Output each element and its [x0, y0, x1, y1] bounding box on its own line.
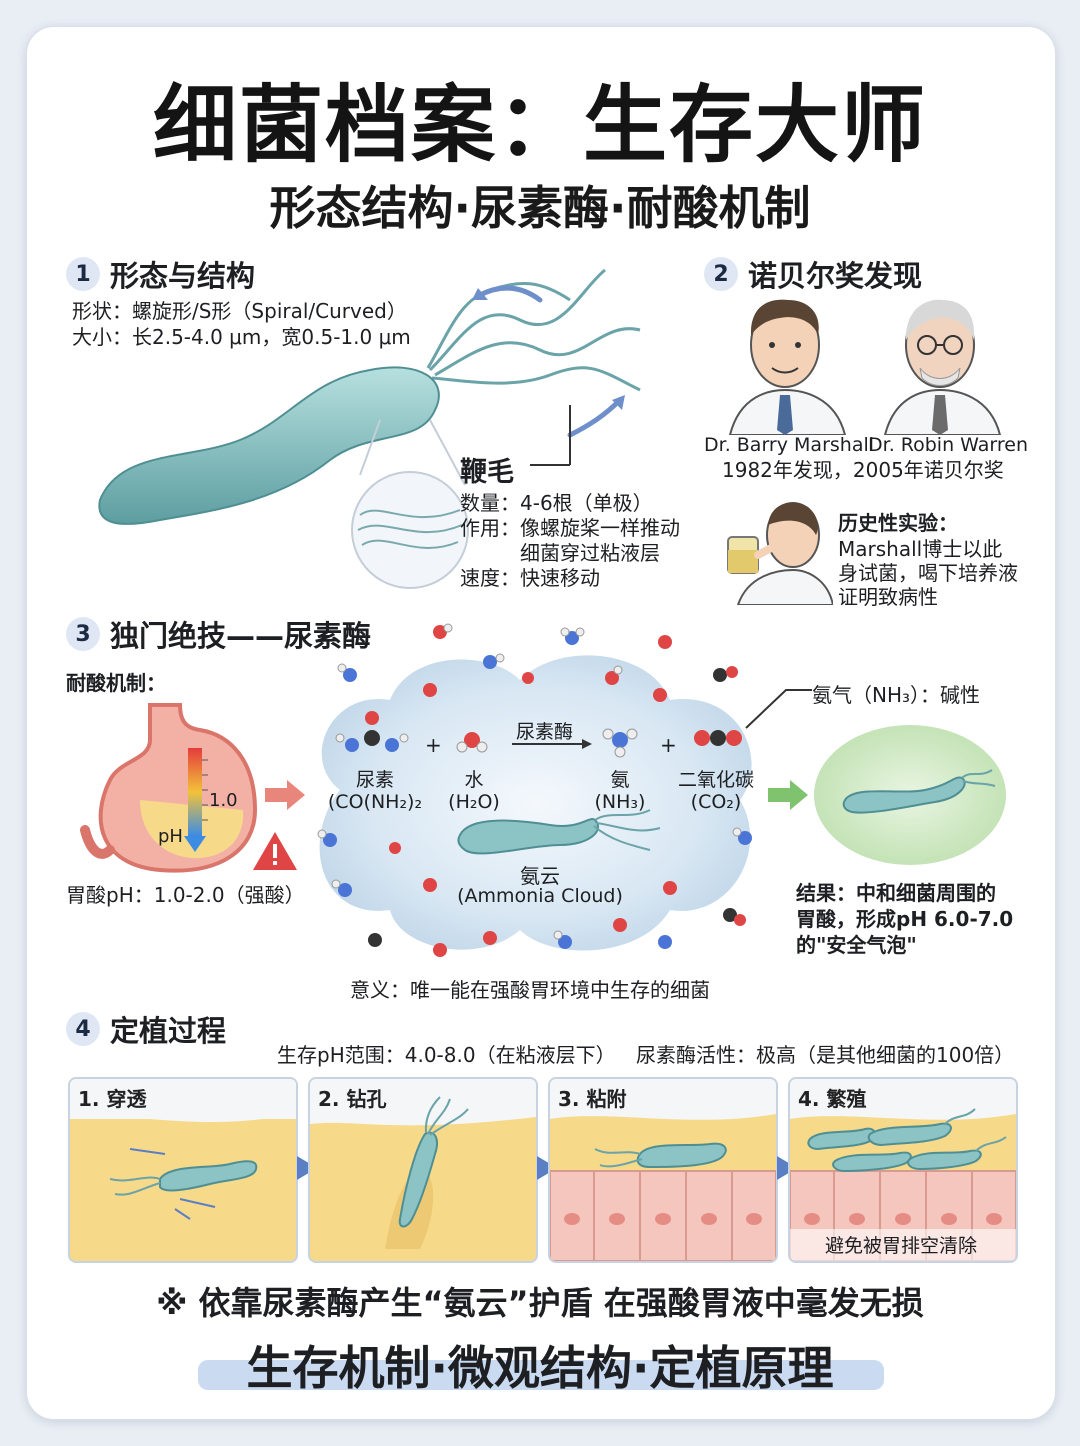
- urease-activity: 尿素酶活性：极高（是其他细菌的100倍）: [636, 1043, 1015, 1067]
- experiment-line-1: Marshall博士以此: [838, 537, 1003, 561]
- plus-sign-1: +: [425, 733, 442, 757]
- flagella-count: 数量：4-6根（单极）: [460, 491, 653, 515]
- section1-title: 形态与结构: [110, 259, 256, 293]
- flagella-speed: 速度：快速移动: [460, 566, 600, 590]
- page-subtitle: 形态结构·尿素酶·耐酸机制: [269, 181, 811, 235]
- step-4-label: 4. 繁殖: [798, 1087, 867, 1111]
- urea-formula: (CO(NH₂)₂: [327, 791, 423, 813]
- colonization-step-1: 1. 穿透: [68, 1077, 298, 1263]
- cloud-en-name: (Ammonia Cloud): [457, 885, 623, 907]
- step-4-note: 避免被胃排空清除: [824, 1235, 977, 1257]
- footer-note: ※ 依靠尿素酶产生“氨云”护盾 在强酸胃液中毫发无损: [156, 1284, 924, 1322]
- colonization-step-4: 4. 繁殖 避免被胃排空清除: [788, 1077, 1018, 1263]
- co2-formula: (CO₂): [690, 791, 742, 813]
- ammonia-formula: (NH₃): [594, 791, 646, 813]
- ammonia-cloud: [317, 623, 752, 957]
- scientist-1-name: Dr. Barry Marshall: [704, 434, 875, 456]
- section2-title: 诺贝尔奖发现: [748, 259, 923, 293]
- footer-tagline: 生存机制·微观结构·定植原理: [246, 1341, 834, 1395]
- safe-bubble: [814, 725, 1006, 865]
- water-formula: (H₂O): [448, 791, 500, 813]
- section3-number: 3: [66, 617, 100, 651]
- arrow-to-result: [768, 780, 808, 810]
- section4-heading: 4 定植过程: [66, 1008, 226, 1050]
- section1-shape: 形状：螺旋形/S形（Spiral/Curved）: [72, 299, 407, 323]
- tagline-highlight: [198, 1360, 884, 1390]
- section3-heading: 3 独门绝技——尿素酶: [66, 613, 371, 655]
- step-3-label: 3. 粘附: [558, 1087, 627, 1111]
- page-title: 细菌档案：生存大师: [152, 76, 927, 174]
- meaning-text: 意义：唯一能在强酸胃环境中生存的细菌: [350, 978, 710, 1002]
- urea-label: 尿素: [355, 769, 394, 791]
- ph-label: pH: [158, 826, 183, 847]
- result-line-3: 的"安全气泡": [796, 933, 917, 957]
- section1-size: 大小：长2.5-4.0 μm，宽0.5-1.0 μm: [72, 325, 411, 349]
- adhesion-illustration: [550, 1079, 776, 1261]
- flagella-function-1: 作用：像螺旋桨一样推动: [460, 516, 680, 540]
- experiment-illustration: [727, 502, 833, 605]
- section2-number: 2: [704, 257, 738, 291]
- discovery-years: 1982年发现，2005年诺贝尔奖: [722, 458, 1004, 482]
- step-2-label: 2. 钻孔: [318, 1087, 387, 1111]
- ph-value: 1.0: [209, 790, 238, 811]
- cloud-name: 氨云: [520, 864, 560, 888]
- section2-heading: 2 诺贝尔奖发现: [704, 253, 922, 295]
- reproduction-illustration: [790, 1079, 1016, 1261]
- survival-ph-range: 生存pH范围：4.0-8.0（在粘液层下）: [277, 1043, 616, 1067]
- ammonia-label: 氨: [610, 769, 630, 791]
- flagella-label: 鞭毛: [460, 457, 514, 488]
- acid-mechanism-label: 耐酸机制：: [66, 671, 166, 695]
- drilling-illustration: [310, 1079, 536, 1249]
- section1-heading: 1 形态与结构: [66, 253, 255, 295]
- penetration-illustration: [70, 1079, 296, 1220]
- stomach-acid-ph: 胃酸pH：1.0-2.0（强酸）: [66, 883, 305, 907]
- experiment-line-3: 证明致病性: [838, 585, 938, 609]
- flagella-function-2: 细菌穿过粘液层: [520, 541, 660, 565]
- ammonia-gas-label: 氨气（NH₃）：碱性: [812, 683, 981, 707]
- water-label: 水: [464, 769, 484, 791]
- experiment-title: 历史性实验：: [838, 511, 958, 535]
- enzyme-label: 尿素酶: [516, 721, 574, 743]
- section4-title: 定植过程: [110, 1014, 227, 1048]
- arrow-to-cloud: [265, 780, 305, 810]
- stomach-illustration: [80, 703, 297, 873]
- scientist-2-name: Dr. Robin Warren: [868, 434, 1028, 456]
- colonization-step-2: 2. 钻孔: [308, 1077, 538, 1263]
- ammonia-gas-leader: [745, 689, 812, 729]
- colonization-step-3: 3. 粘附: [548, 1077, 778, 1263]
- scientists-portraits: [728, 299, 1002, 435]
- result-line-2: 胃酸，形成pH 6.0-7.0: [796, 907, 1014, 931]
- step-1-label: 1. 穿透: [78, 1087, 147, 1111]
- bacterium-illustration: [98, 268, 641, 589]
- co2-label: 二氧化碳: [677, 769, 754, 791]
- section1-number: 1: [66, 257, 100, 291]
- experiment-line-2: 身试菌，喝下培养液: [838, 561, 1018, 585]
- result-line-1: 结果：中和细菌周围的: [796, 881, 996, 905]
- plus-sign-2: +: [660, 733, 677, 757]
- section3-title: 独门绝技——尿素酶: [110, 619, 372, 653]
- section4-number: 4: [66, 1012, 100, 1046]
